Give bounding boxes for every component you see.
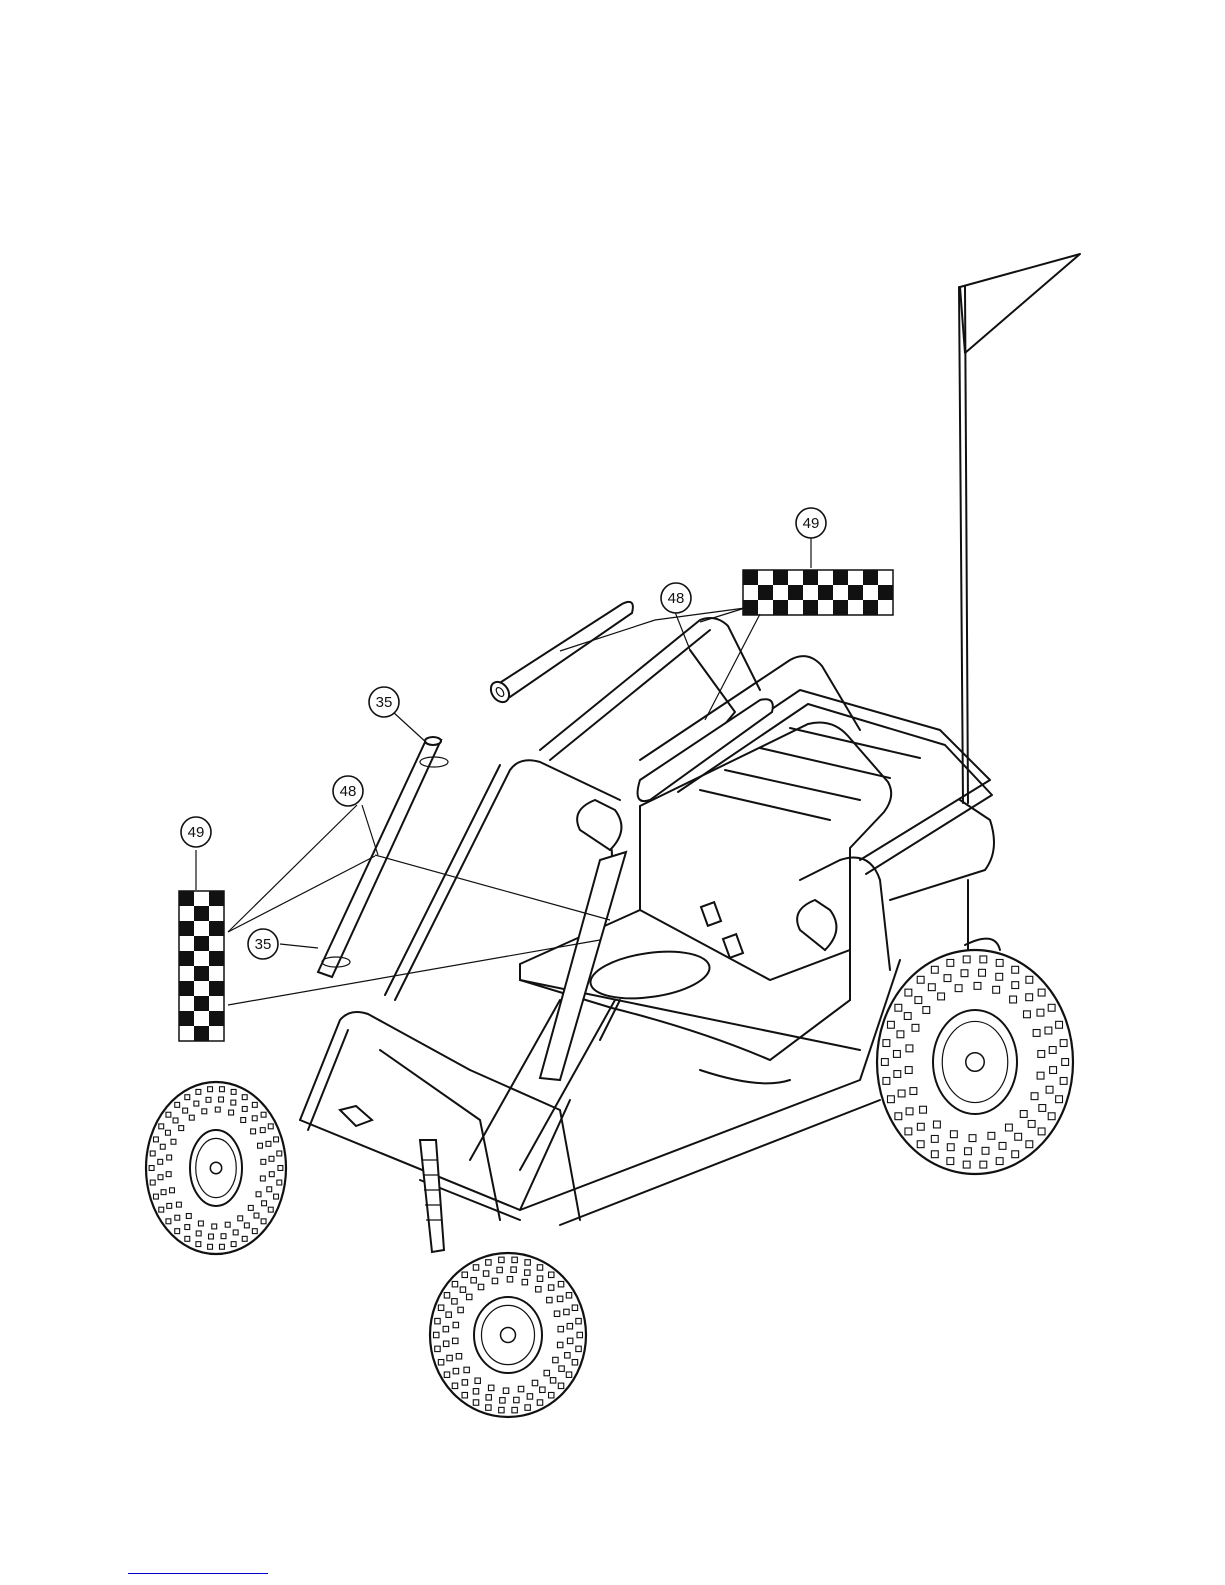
callout-49-left: 49 xyxy=(181,817,211,847)
footer-link-underline xyxy=(128,1573,268,1574)
safety-flag xyxy=(959,254,1080,803)
callout-35-bottom-label: 35 xyxy=(255,936,272,953)
callout-48-top-label: 48 xyxy=(668,590,685,607)
front-shocks xyxy=(340,1106,444,1252)
checkered-decal-horizontal xyxy=(743,570,893,615)
callout-48-left-label: 48 xyxy=(340,783,357,800)
foam-pad-loose xyxy=(487,602,633,706)
checkered-decal-vertical xyxy=(179,891,224,1041)
callout-48-left: 48 xyxy=(333,776,363,806)
callout-48-top: 48 xyxy=(661,583,691,613)
callout-35-top-label: 35 xyxy=(376,694,393,711)
callout-35-top: 35 xyxy=(369,687,399,717)
callout-49-top-label: 49 xyxy=(803,515,820,532)
callout-35-bottom: 35 xyxy=(248,929,278,959)
callout-49-top: 49 xyxy=(796,508,826,538)
callout-49-left-label: 49 xyxy=(188,824,205,841)
